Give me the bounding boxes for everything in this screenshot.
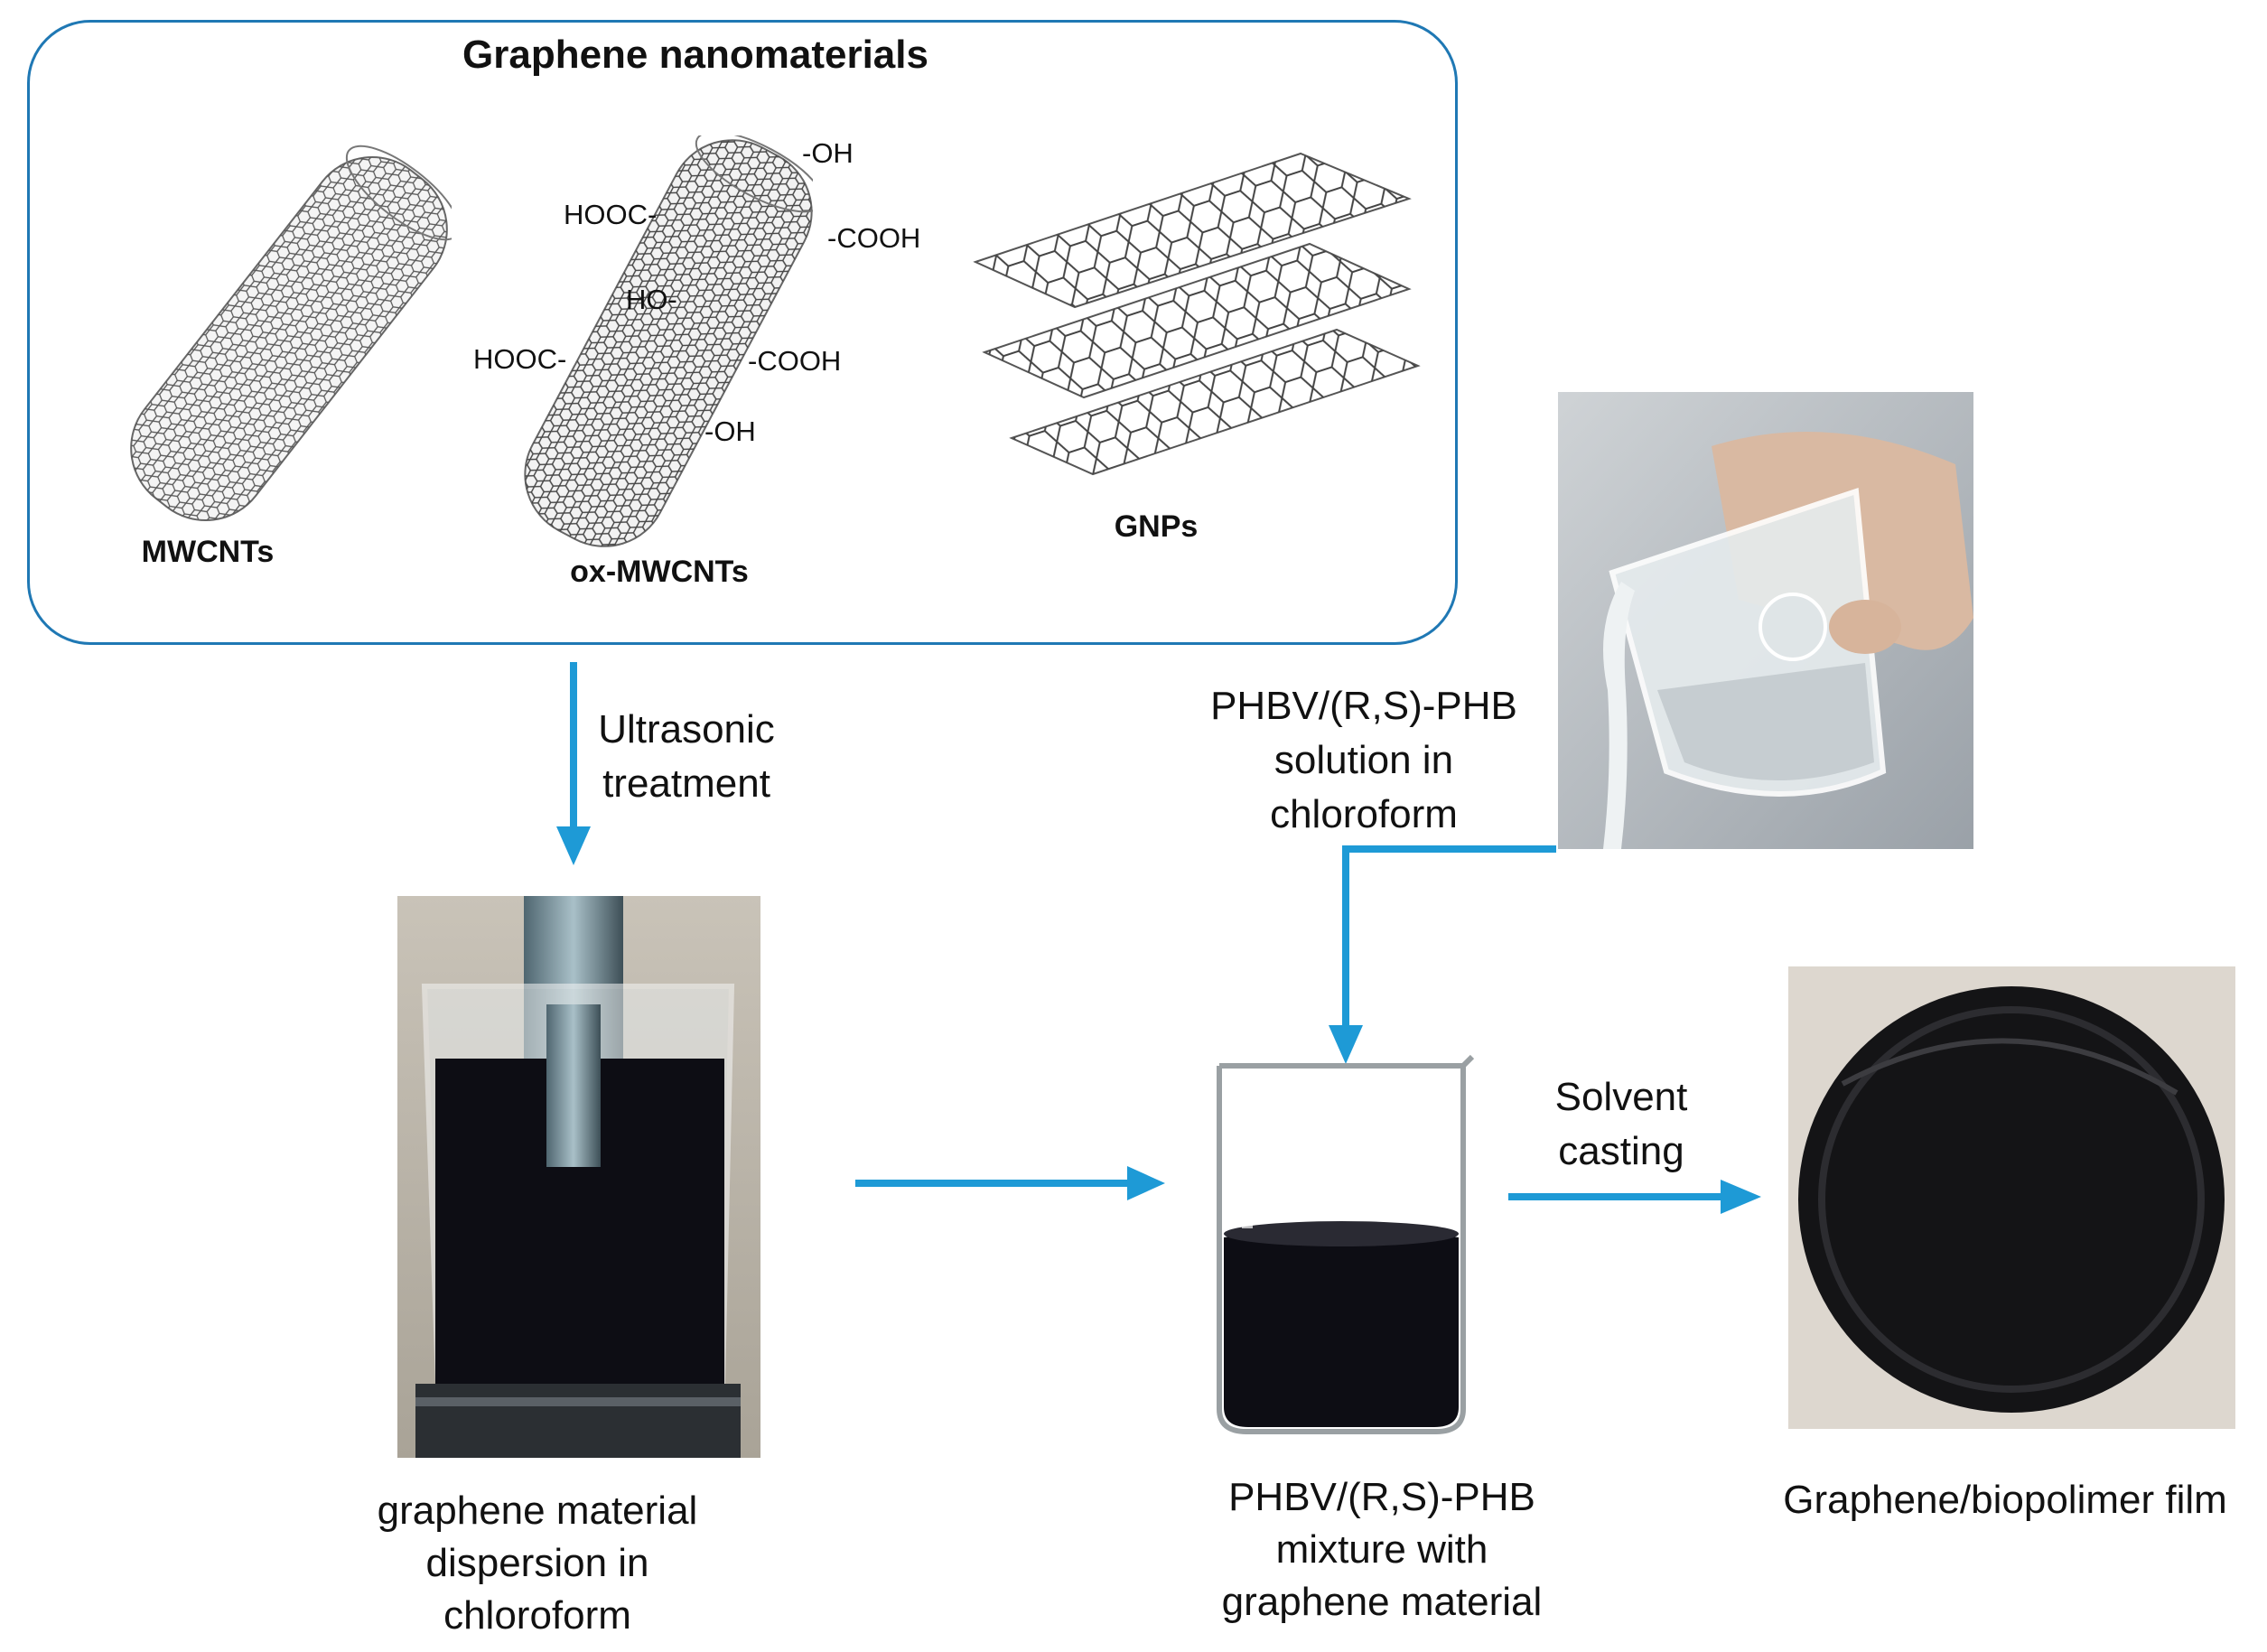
polymer-solution-photo — [1558, 392, 1973, 849]
functional-group-oh: -OH — [802, 137, 854, 169]
mixture-beaker-image — [1217, 1054, 1475, 1434]
gnps-label: GNPs — [1114, 509, 1199, 544]
mwcnt-tube-image — [130, 145, 452, 522]
gnp-sheets-image — [973, 152, 1421, 476]
mixture-caption: PHBV/(R,S)-PHB mixture with graphene mat… — [1221, 1475, 1543, 1624]
mwcnts-label: MWCNTs — [141, 535, 275, 569]
dispersion-caption: graphene material dispersion in chlorofo… — [377, 1489, 698, 1638]
ox-mwcnt-tube-image — [524, 135, 813, 547]
film-caption: Graphene/biopolimer film — [1783, 1478, 2227, 1522]
functional-group-ho: HO- — [626, 284, 677, 315]
functional-group-hooc: HOOC- — [473, 343, 567, 375]
film-photo — [1788, 966, 2235, 1429]
functional-group-cooh: -COOH — [827, 222, 921, 254]
polymer-solution-label: PHBV/(R,S)-PHB solution in chloroform — [1210, 684, 1517, 836]
arrow-solution-to-mixture — [1342, 845, 1556, 1025]
panel-title: Graphene nanomaterials — [462, 33, 928, 77]
functional-group-hooc: HOOC- — [564, 199, 658, 230]
ox-mwcnts-label: ox-MWCNTs — [570, 555, 749, 589]
functional-group-cooh: -COOH — [748, 345, 842, 377]
functional-group-oh: -OH — [704, 415, 756, 447]
ultrasonic-treatment-label: Ultrasonic treatment — [598, 707, 775, 806]
dispersion-photo — [397, 896, 760, 1458]
solvent-casting-label: Solvent casting — [1554, 1075, 1688, 1173]
